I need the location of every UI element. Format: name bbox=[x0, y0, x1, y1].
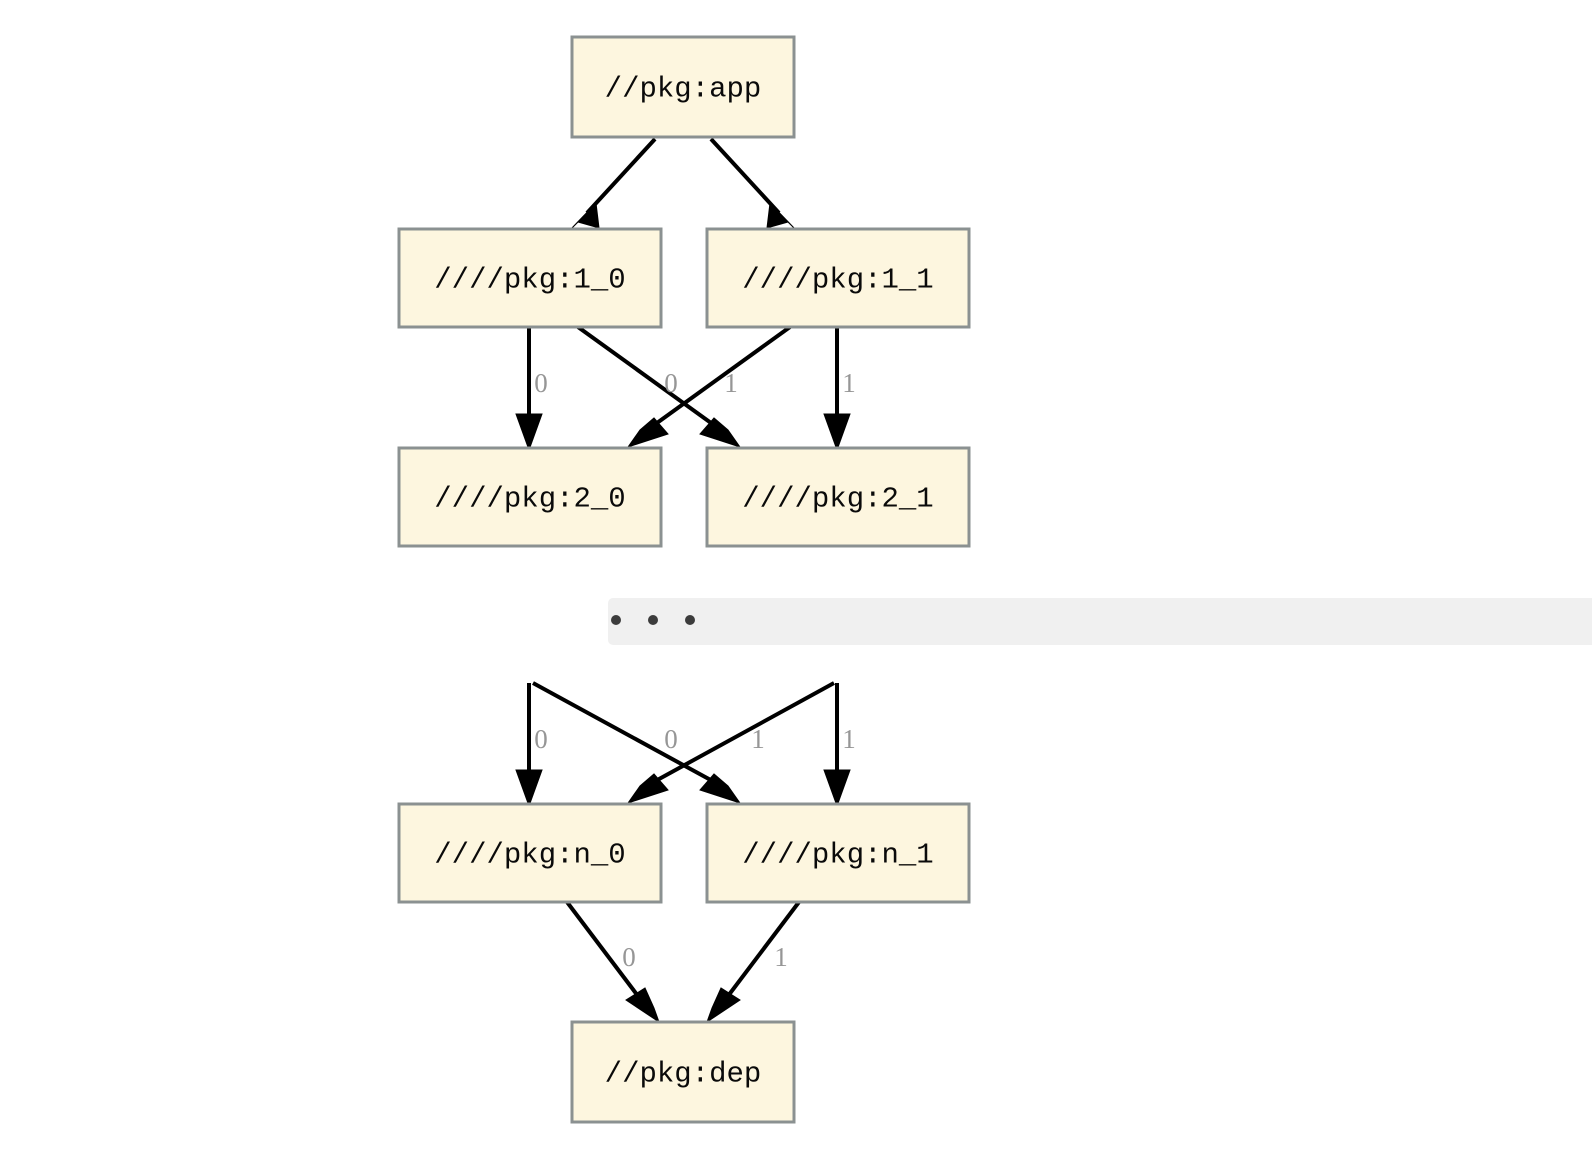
edge-above-to-n_0-label1: 1 bbox=[626, 681, 835, 804]
edge-label: 1 bbox=[774, 942, 788, 972]
edge-label: 1 bbox=[842, 724, 856, 754]
arrowhead bbox=[569, 201, 600, 231]
ellipsis-dot-3 bbox=[685, 615, 695, 625]
arrowhead bbox=[823, 413, 851, 452]
arrowhead bbox=[515, 413, 543, 452]
node-label: ////pkg:2_1 bbox=[742, 483, 933, 516]
node-box[interactable] bbox=[570, 1020, 796, 1124]
edge-above-to-n_1-label1: 1 bbox=[823, 683, 856, 808]
arrowhead bbox=[626, 417, 669, 448]
arrowhead bbox=[626, 773, 669, 804]
edge-1_0-to-2_1: 0 bbox=[576, 325, 742, 448]
edge-1_0-to-2_0: 0 bbox=[515, 327, 548, 452]
edge-above-to-n_1-label0: 0 bbox=[532, 681, 742, 804]
node-box[interactable] bbox=[397, 227, 663, 329]
edge-1_1-to-2_1: 1 bbox=[823, 327, 856, 452]
edge-app-to-1_1 bbox=[709, 137, 797, 231]
edge-label: 1 bbox=[724, 368, 738, 398]
arrowhead bbox=[699, 417, 742, 448]
node-dep[interactable]: //pkg:dep bbox=[570, 1020, 796, 1124]
node-label: //pkg:app bbox=[605, 73, 762, 106]
arrowhead bbox=[766, 201, 797, 231]
ellipsis-band-rect bbox=[608, 598, 1592, 645]
node-label: //pkg:dep bbox=[605, 1058, 762, 1091]
node-box[interactable] bbox=[570, 35, 796, 139]
arrowhead bbox=[823, 769, 851, 808]
arrowhead bbox=[625, 987, 660, 1024]
node-pkg-2_0[interactable]: ////pkg:2_0 bbox=[397, 446, 663, 548]
edge-label: 0 bbox=[664, 724, 678, 754]
ellipsis-dot-1 bbox=[611, 615, 621, 625]
edge-n_0-to-dep: 0 bbox=[565, 900, 660, 1024]
edge-n_1-to-dep: 1 bbox=[706, 900, 801, 1024]
edge-label: 1 bbox=[751, 724, 765, 754]
node-box[interactable] bbox=[397, 802, 663, 904]
edge-label: 0 bbox=[534, 724, 548, 754]
edge-label: 1 bbox=[842, 368, 856, 398]
node-pkg-1_1[interactable]: ////pkg:1_1 bbox=[705, 227, 971, 329]
node-label: ////pkg:n_1 bbox=[742, 839, 933, 872]
edge-app-to-1_0 bbox=[569, 137, 657, 231]
node-label: ////pkg:2_0 bbox=[434, 483, 625, 516]
node-label: ////pkg:1_0 bbox=[434, 264, 625, 297]
edge-label: 0 bbox=[534, 368, 548, 398]
ellipsis-dot-2 bbox=[648, 615, 658, 625]
edge-label: 0 bbox=[622, 942, 636, 972]
node-pkg-2_1[interactable]: ////pkg:2_1 bbox=[705, 446, 971, 548]
edge-above-to-n_0-label0: 0 bbox=[515, 683, 548, 808]
node-pkg-n_0[interactable]: ////pkg:n_0 bbox=[397, 802, 663, 904]
node-label: ////pkg:n_0 bbox=[434, 839, 625, 872]
edge-label: 0 bbox=[664, 368, 678, 398]
ellipsis-separator bbox=[608, 598, 1592, 645]
node-box[interactable] bbox=[397, 446, 663, 548]
node-box[interactable] bbox=[705, 227, 971, 329]
arrowhead bbox=[706, 987, 741, 1024]
node-app[interactable]: //pkg:app bbox=[570, 35, 796, 139]
arrowhead bbox=[699, 773, 742, 804]
node-pkg-n_1[interactable]: ////pkg:n_1 bbox=[705, 802, 971, 904]
node-box[interactable] bbox=[705, 446, 971, 548]
arrowhead bbox=[515, 769, 543, 808]
node-label: ////pkg:1_1 bbox=[742, 264, 933, 297]
node-box[interactable] bbox=[705, 802, 971, 904]
edge-1_1-to-2_0: 1 bbox=[626, 325, 792, 448]
node-pkg-1_0[interactable]: ////pkg:1_0 bbox=[397, 227, 663, 329]
